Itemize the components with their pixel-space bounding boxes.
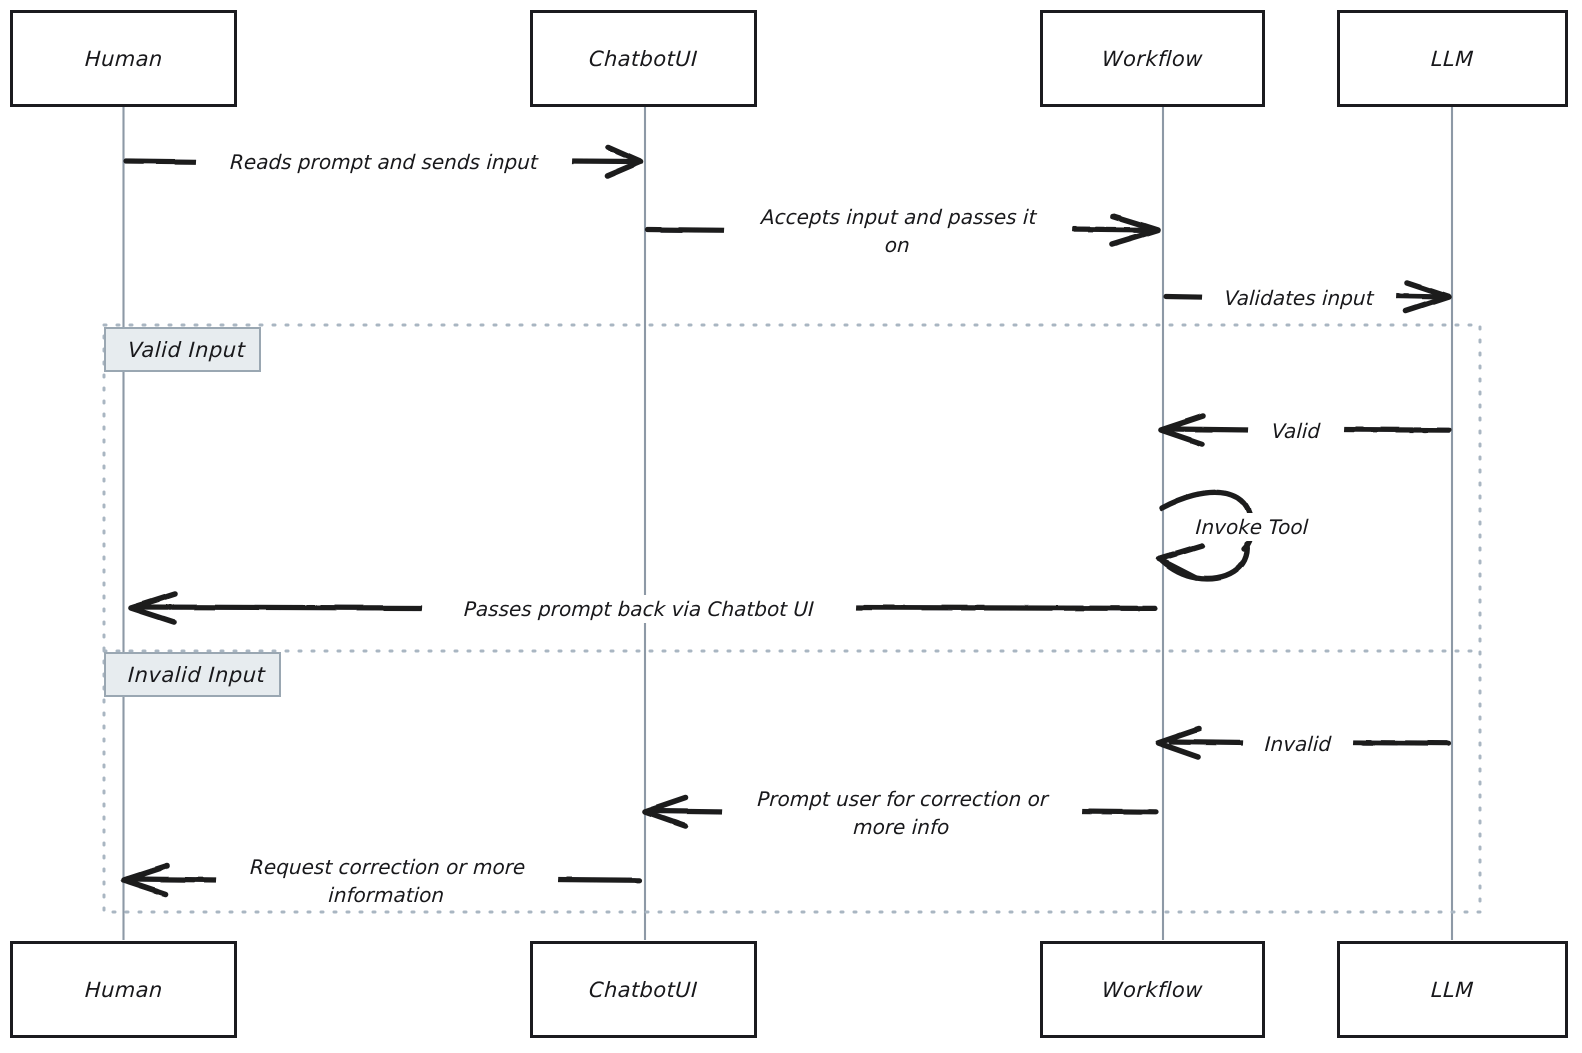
participant-label: Human <box>83 46 164 71</box>
participant-workflow[interactable]: Workflow <box>1040 10 1265 107</box>
participant-label: ChatbotUI <box>588 46 699 71</box>
arrow-m8 <box>642 795 1159 829</box>
participant-chatbotui[interactable]: ChatbotUI <box>530 10 757 107</box>
lifelines <box>122 107 1454 940</box>
region-borders <box>102 323 1482 914</box>
participant-label: Human <box>83 977 164 1002</box>
participant-llm[interactable]: LLM <box>1337 10 1568 107</box>
arrow-m5-self-loop <box>1156 489 1255 582</box>
arrow-m1 <box>123 144 644 179</box>
region-label-text: Valid Input <box>127 337 247 362</box>
message-arrows <box>121 144 1452 897</box>
arrow-m7 <box>1155 726 1451 760</box>
participant-label: LLM <box>1430 46 1475 71</box>
arrow-m4 <box>1158 413 1452 447</box>
region-label-text: Invalid Input <box>127 662 266 687</box>
region-valid-input-border <box>102 323 1482 914</box>
participant-label: Workflow <box>1101 977 1204 1002</box>
participant-llm-bottom[interactable]: LLM <box>1337 941 1568 1038</box>
participant-label: LLM <box>1430 977 1475 1002</box>
participant-label: ChatbotUI <box>588 977 699 1002</box>
region-label-invalid-input[interactable]: Invalid Input <box>104 652 282 697</box>
arrow-m6 <box>128 591 1158 625</box>
arrow-m2 <box>645 213 1161 247</box>
participant-human[interactable]: Human <box>10 10 237 107</box>
region-label-valid-input[interactable]: Valid Input <box>104 327 262 372</box>
participant-chatbotui-bottom[interactable]: ChatbotUI <box>530 941 757 1038</box>
arrow-m3 <box>1163 280 1452 314</box>
participant-workflow-bottom[interactable]: Workflow <box>1040 941 1265 1038</box>
participant-human-bottom[interactable]: Human <box>10 941 237 1038</box>
participant-label: Workflow <box>1101 46 1204 71</box>
arrow-m9 <box>121 863 643 897</box>
